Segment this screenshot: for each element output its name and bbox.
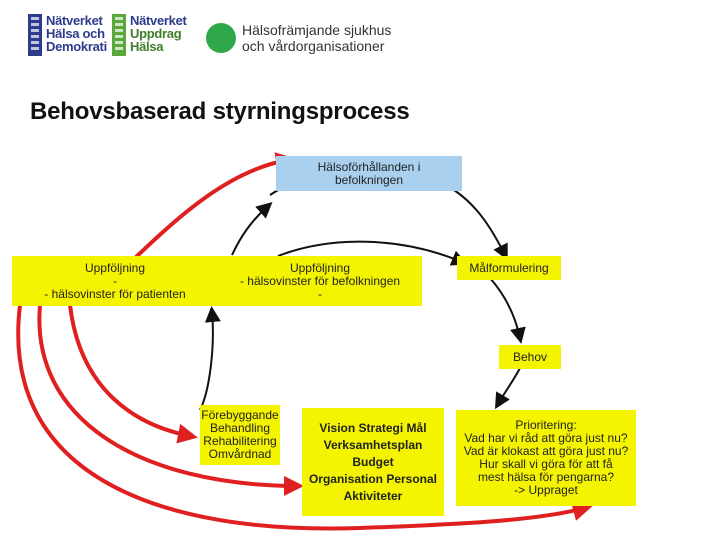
cycle-arrow-vision-to-uppfoljning bbox=[199, 306, 221, 411]
logo3-line2: och vårdorganisationer bbox=[242, 38, 385, 54]
box-behov: Behov bbox=[499, 345, 561, 369]
red-arrow-patienter-to-vision bbox=[37, 304, 304, 496]
logo-halsoframjande-sjukhus: Hälsofrämjande sjukhus och vårdorganisat… bbox=[206, 22, 391, 54]
logo-icon bbox=[112, 14, 126, 56]
box-malformulering: Målformulering bbox=[457, 256, 561, 280]
box-prioritering: Prioritering: Vad har vi råd att göra ju… bbox=[456, 410, 636, 506]
inner-cycle-arrow bbox=[277, 240, 468, 266]
box-uppfoljning-befolkning: Uppföljning - hälsovinster för befolknin… bbox=[218, 256, 422, 306]
page-title: Behovsbaserad styrningsprocess bbox=[30, 98, 410, 125]
logo1-line2: Hälsa och bbox=[46, 26, 105, 41]
box-vision: Vision Strategi Mål Verksamhetsplan Budg… bbox=[302, 408, 444, 516]
logo1-line3: Demokrati bbox=[46, 39, 107, 54]
cycle-arrow-to-prioritering bbox=[494, 367, 521, 410]
logo2-line1: Nätverket bbox=[130, 13, 187, 28]
logo3-line1: Hälsofrämjande sjukhus bbox=[242, 22, 392, 38]
logo-natverket-halsa-demokrati: Nätverket Hälsa och Demokrati bbox=[28, 14, 107, 56]
red-arrow-patienter-to-prioritering bbox=[16, 304, 593, 531]
logo1-line1: Nätverket bbox=[46, 13, 103, 28]
cycle-arrow-uppfoljning-to-top bbox=[231, 202, 273, 256]
hfs-logo-icon bbox=[206, 23, 236, 53]
box-halsoforhallanden: Hälsoförhållanden i befolkningen bbox=[276, 156, 462, 191]
cycle-arrow-to-behov bbox=[489, 277, 526, 344]
logo-icon bbox=[28, 14, 42, 56]
red-arrow-patienter-to-forebyggande bbox=[68, 304, 198, 444]
box-uppfoljning-patienter: Uppföljning - - hälsovinster för patient… bbox=[12, 256, 218, 306]
red-arrow-patienter-to-top bbox=[133, 152, 296, 260]
logo-natverket-uppdrag-halsa: Nätverket Uppdrag Hälsa bbox=[112, 14, 187, 56]
box-forebyggande: Förebyggande Behandling Rehabilitering O… bbox=[200, 405, 280, 465]
logo2-line2: Uppdrag bbox=[130, 26, 182, 41]
logo2-line3: Hälsa bbox=[130, 39, 164, 54]
